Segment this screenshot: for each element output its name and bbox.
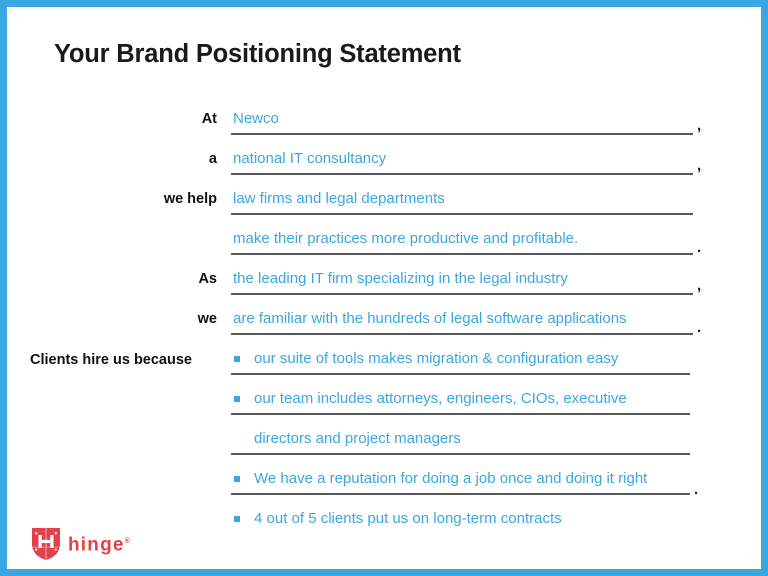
statement-row-label: a — [208, 151, 217, 167]
bullet-text: our team includes attorneys, engineers, … — [254, 390, 627, 407]
bullet-row: 4 out of 5 clients put us on long-term c… — [7, 503, 761, 543]
statement-row-label: As — [198, 271, 217, 287]
statement-row-label: At — [201, 111, 217, 127]
hinge-wordmark: hinge® — [68, 532, 130, 555]
bullet-field[interactable]: our team includes attorneys, engineers, … — [231, 385, 690, 415]
bullet-field[interactable]: 4 out of 5 clients put us on long-term c… — [231, 505, 690, 535]
bullet-punctuation: . — [694, 481, 699, 498]
bullet-text: directors and project managers — [254, 430, 461, 447]
square-bullet-icon — [234, 396, 240, 402]
statement-row-punctuation: , — [697, 157, 702, 174]
hinge-wordmark-text: hinge — [68, 534, 125, 556]
statement-row-value: the leading IT firm specializing in the … — [233, 270, 568, 287]
bullet-row: directors and project managers — [7, 423, 761, 463]
square-bullet-icon — [234, 356, 240, 362]
bullet-row: We have a reputation for doing a job onc… — [7, 463, 761, 503]
statement-row-value: are familiar with the hundreds of legal … — [233, 310, 627, 327]
statement-row-field[interactable]: Newco — [231, 105, 693, 135]
bullet-field[interactable]: directors and project managers — [231, 425, 690, 455]
bullet-text: 4 out of 5 clients put us on long-term c… — [254, 510, 562, 527]
statement-row: we help law firms and legal departments — [7, 183, 761, 223]
bullet-field[interactable]: We have a reputation for doing a job onc… — [231, 465, 690, 495]
statement-row: a national IT consultancy , — [7, 143, 761, 183]
statement-row-punctuation: , — [697, 117, 702, 134]
statement-row-field[interactable]: national IT consultancy — [231, 145, 693, 175]
bullet-section-label: Clients hire us because — [30, 352, 192, 368]
statement-row-field[interactable]: law firms and legal departments — [231, 185, 693, 215]
statement-row-value: law firms and legal departments — [233, 190, 445, 207]
positioning-statement-form: At Newco , a national IT consultancy , w… — [7, 103, 761, 343]
statement-row-label: we help — [163, 191, 217, 207]
hinge-logo: hinge® — [31, 527, 130, 561]
statement-row: As the leading IT firm specializing in t… — [7, 263, 761, 303]
statement-row: make their practices more productive and… — [7, 223, 761, 263]
statement-row-field[interactable]: are familiar with the hundreds of legal … — [231, 305, 693, 335]
square-bullet-icon — [234, 476, 240, 482]
bullet-row: our suite of tools makes migration & con… — [7, 343, 761, 383]
statement-row: At Newco , — [7, 103, 761, 143]
hinge-shield-icon — [32, 528, 60, 560]
statement-row-value: national IT consultancy — [233, 150, 387, 167]
bullet-field[interactable]: our suite of tools makes migration & con… — [231, 345, 690, 375]
statement-row-value: Newco — [233, 110, 279, 127]
clients-hire-us-section: Clients hire us because our suite of too… — [7, 343, 761, 543]
page-title: Your Brand Positioning Statement — [54, 40, 461, 68]
statement-row: we are familiar with the hundreds of leg… — [7, 303, 761, 343]
bullet-text: We have a reputation for doing a job onc… — [254, 470, 648, 487]
statement-row-field[interactable]: the leading IT firm specializing in the … — [231, 265, 693, 295]
bullet-text: our suite of tools makes migration & con… — [254, 350, 619, 367]
statement-row-punctuation: . — [697, 239, 702, 256]
statement-row-punctuation: , — [697, 277, 702, 294]
registered-trademark-icon: ® — [124, 538, 130, 546]
bullet-row: our team includes attorneys, engineers, … — [7, 383, 761, 423]
slide-content-area: Your Brand Positioning Statement At Newc… — [7, 7, 761, 569]
statement-row-label: we — [197, 311, 217, 327]
statement-row-field[interactable]: make their practices more productive and… — [231, 225, 693, 255]
statement-row-value: make their practices more productive and… — [233, 230, 579, 247]
square-bullet-icon — [234, 516, 240, 522]
statement-row-punctuation: . — [697, 319, 702, 336]
